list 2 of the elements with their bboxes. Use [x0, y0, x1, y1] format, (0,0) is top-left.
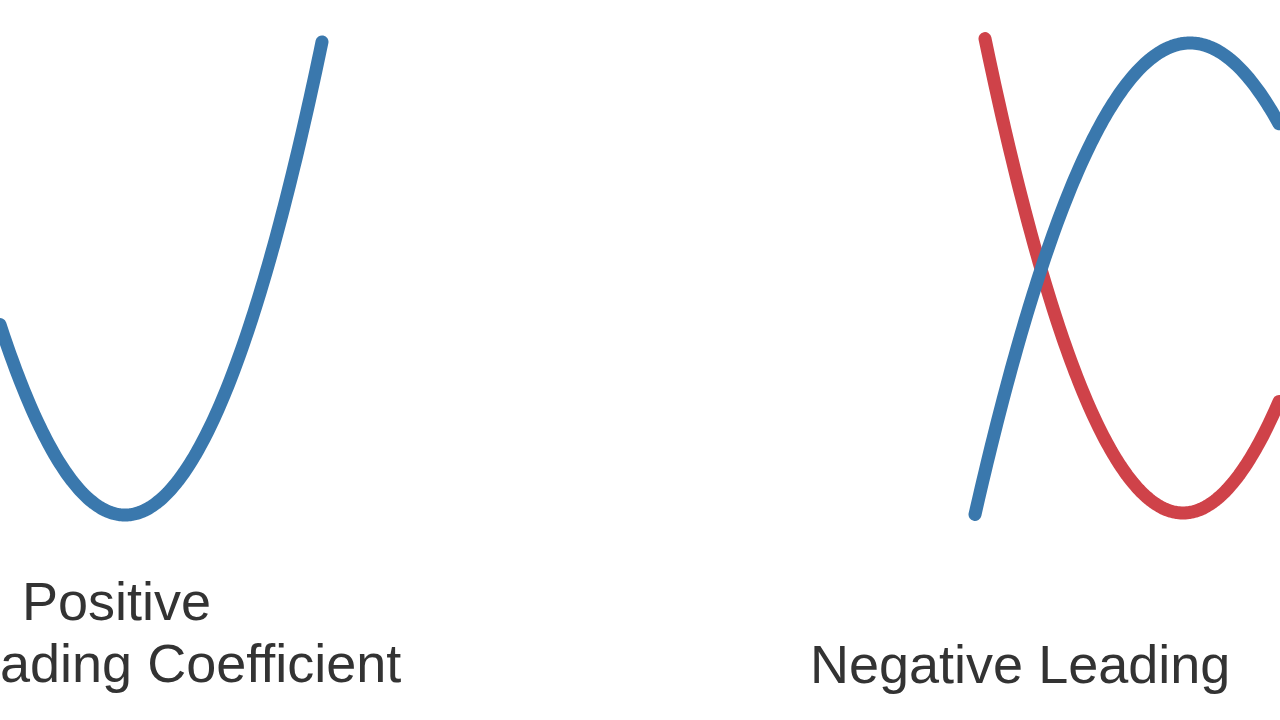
curve-caption: Positive ading Coefficient — [0, 570, 402, 694]
curve-caption: Negative Leading — [810, 633, 1231, 695]
